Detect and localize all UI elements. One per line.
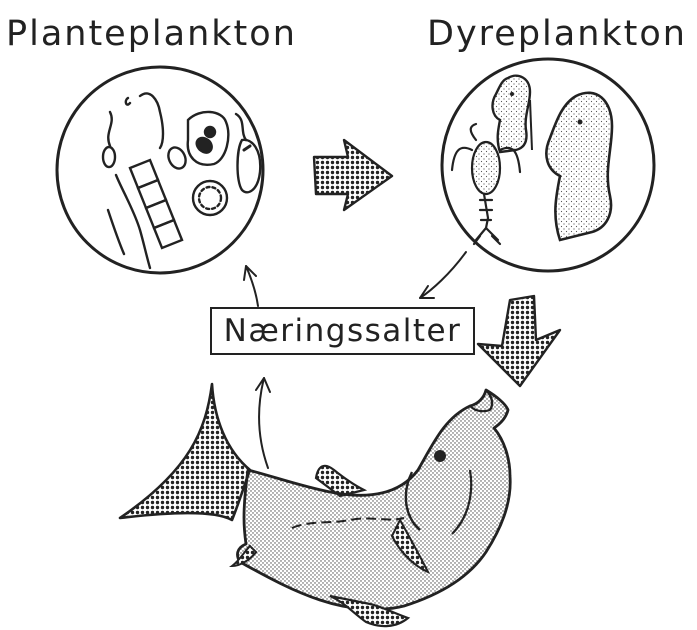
thin-arrow-zoo-to-nutrients-icon — [420, 252, 466, 298]
nutrients-label: Næringssalter — [224, 313, 462, 349]
zooplankton-label: Dyreplankton — [427, 14, 687, 54]
thin-arrow-nutrients-to-phyto-icon — [244, 266, 258, 306]
fish-icon — [120, 384, 510, 626]
flow-arrow-zoo-to-fish-icon — [478, 296, 560, 386]
phytoplankton-label: Planteplankton — [6, 14, 297, 54]
nutrients-box: Næringssalter — [210, 307, 475, 355]
flow-arrow-phyto-to-zoo-icon — [314, 140, 392, 210]
thin-arrow-fish-to-nutrients-icon — [256, 378, 270, 468]
